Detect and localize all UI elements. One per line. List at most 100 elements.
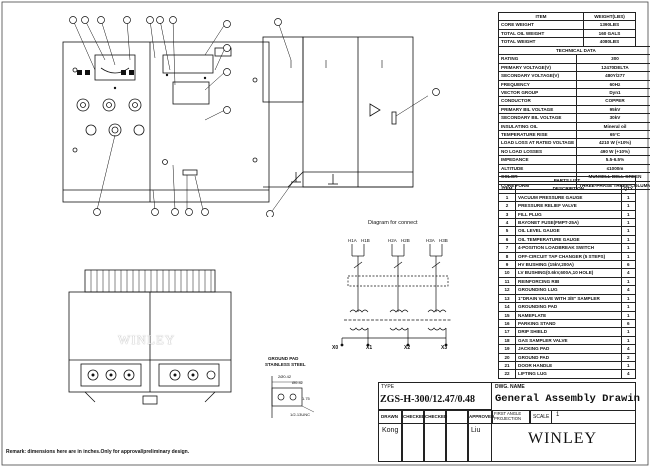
parts-list-item: 13	[498, 293, 516, 304]
side-view-balloon	[432, 88, 440, 96]
parts-list-qty: 1	[620, 302, 637, 312]
parts-list-description: VACUUM PRESSURE GAUGE	[515, 192, 622, 203]
parts-list-qty: 1	[620, 192, 637, 203]
dwg-value: General Assembly Drawin	[495, 393, 640, 405]
hv-label-h2a: H2A	[388, 238, 397, 243]
blank-cell	[446, 410, 468, 462]
parts-list-title: PARTS LIST	[498, 175, 636, 186]
weight-row-value: 4080LBS	[583, 37, 636, 47]
parts-list-description: REINFORCING RIB	[515, 276, 622, 287]
drawn-cell	[378, 410, 402, 462]
approved-cell	[468, 410, 492, 462]
parts-list-description: OFF-CIRCUIT TAP CHANGER (5 STEPS)	[515, 251, 622, 262]
parts-list-qty: 1	[620, 226, 637, 236]
technical-data-value: 4210 W (+10%)	[576, 138, 650, 148]
parts-list-item: 19	[498, 344, 516, 354]
checked-label-2: CHECKED	[425, 414, 448, 419]
parts-list-description: 1"DRAIN VALVE WITH 3/8" SAMPLER	[515, 293, 622, 304]
parts-list-qty: 1	[620, 201, 637, 211]
company-name: WINLEY	[528, 430, 598, 447]
drawn-label: DRAWN	[381, 414, 398, 419]
weight-table: ITEM WEIGHT(LBS) CORE WEIGHT 1390LBS TOT…	[498, 11, 636, 47]
hv-label-h1a: H1A	[348, 238, 357, 243]
parts-list-item: 12	[498, 285, 516, 295]
technical-data-value: 95kV	[576, 104, 650, 115]
technical-data-label: CONDUCTOR	[497, 96, 578, 106]
technical-data-label: VECTOR GROUP	[497, 88, 578, 98]
parts-list-description: OIL LEVEL GAUGE	[515, 226, 622, 236]
lv-label-x3: X3	[441, 345, 448, 351]
technical-data-value: 65°C	[576, 130, 650, 140]
side-view-drawing	[262, 18, 428, 217]
parts-list-item: 7	[498, 243, 516, 253]
technical-data-label: IMPEDANCE	[497, 155, 578, 165]
parts-list-item: 10	[498, 268, 516, 278]
parts-list-item: 9	[498, 260, 516, 270]
parts-list-item: 8	[498, 251, 516, 262]
technical-data-label: TEMPERATURE RISE	[497, 130, 578, 140]
technical-data-label: LOAD LOSS AT RATED VOLTAGE	[497, 138, 578, 148]
technical-data-label: INSULATING OIL	[497, 121, 578, 132]
type-cell	[378, 382, 492, 410]
parts-list-qty: 6	[620, 318, 637, 329]
parts-list-qty: 6	[620, 260, 637, 270]
technical-data-value: Mineral oil	[576, 121, 650, 132]
technical-data-value: Dyn1	[576, 88, 650, 98]
ground-pad-detail	[271, 376, 315, 418]
parts-list-description: HV BUSHING (15kV,200A)	[515, 260, 622, 270]
parts-header-qty: QTY	[620, 184, 637, 194]
parts-list-item: 15	[498, 310, 516, 320]
approved-label: APPROVED	[469, 414, 495, 419]
parts-list-item: 22	[498, 369, 516, 379]
scale-cell	[530, 410, 552, 424]
technical-data-value: 5.5-6.5%	[576, 155, 650, 165]
parts-list-qty: 2	[620, 352, 637, 362]
checked-cell-2	[424, 410, 446, 462]
diagram-title: Diagram for connect	[368, 220, 418, 226]
lv-label-x2: X2	[404, 345, 411, 351]
approved-name: Liu	[471, 427, 481, 434]
lv-label-x1: X1	[366, 345, 373, 351]
parts-list-qty: 1	[620, 218, 637, 228]
weight-row-value: 160 GALS	[583, 28, 636, 39]
technical-data-label: RATING	[497, 54, 578, 64]
parts-list-description: GROUND PAD	[515, 352, 622, 362]
weight-row-value: 1390LBS	[583, 20, 636, 30]
parts-list-description: GROUNDING PAD	[515, 302, 622, 312]
weight-header-weight: WEIGHT(LBS)	[583, 11, 636, 22]
parts-header-description: DESCRIPTION	[515, 184, 622, 194]
technical-data-label: PRIMARY BIL VOLTAGE	[497, 104, 578, 115]
technical-data-label: ALTITUDE	[497, 163, 578, 174]
parts-list-item: 18	[498, 335, 516, 346]
lv-label-x0: X0	[332, 345, 339, 351]
parts-list-description: DRIP SHIELD	[515, 327, 622, 337]
parts-list-qty: 1	[620, 310, 637, 320]
ground-pad-material: STAINLESS STEEL	[265, 362, 306, 367]
ground-pad-title: GROUND PAD	[268, 356, 299, 361]
parts-list-qty: 4	[620, 268, 637, 278]
drawn-name: Kong	[382, 427, 399, 434]
technical-data-value: ≤1000m	[576, 163, 650, 174]
parts-list-item: 5	[498, 226, 516, 236]
